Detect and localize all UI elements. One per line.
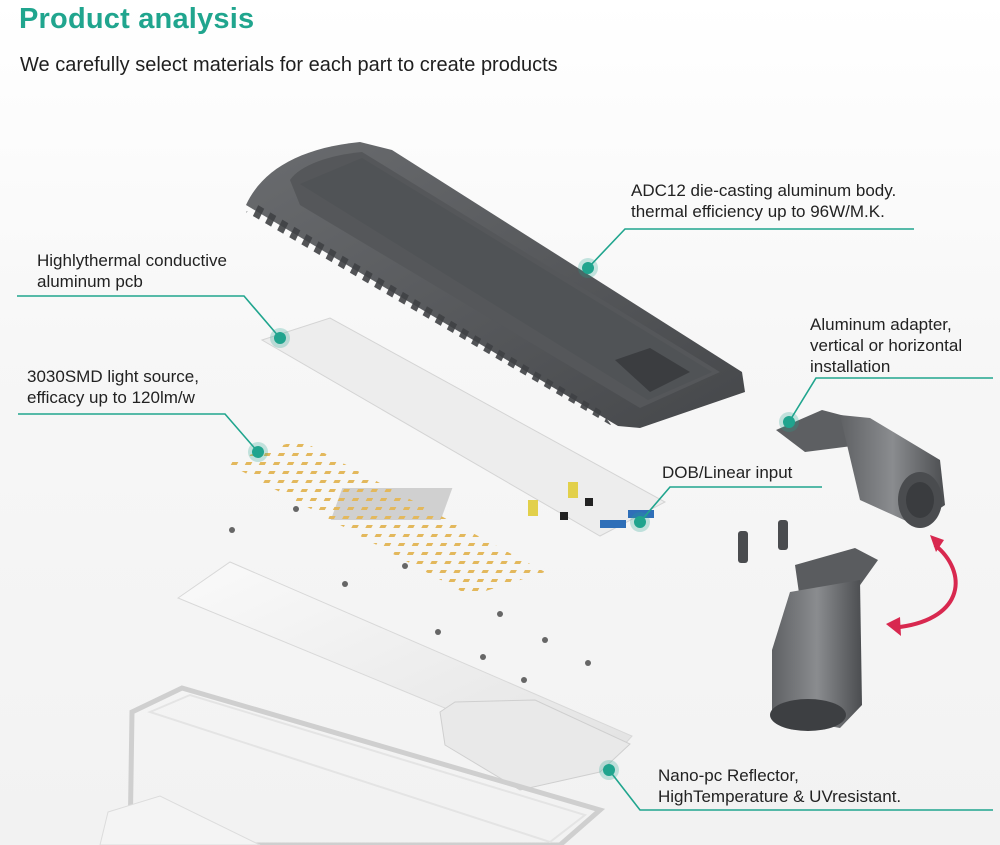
- callout-body: ADC12 die-casting aluminum body. thermal…: [631, 180, 896, 222]
- callout-adapter: Aluminum adapter, vertical or horizontal…: [810, 314, 962, 377]
- callout-reflector-line2: HighTemperature & UVresistant.: [658, 787, 902, 806]
- callout-body-line1: ADC12 die-casting aluminum body.: [631, 181, 897, 200]
- callout-adapter-line3: installation: [810, 357, 891, 376]
- callout-pcb: Highlythermal conductive aluminum pcb: [37, 250, 227, 292]
- callout-pcb-line1: Highlythermal conductive: [37, 251, 227, 270]
- rotate-arrow-icon: [886, 535, 958, 636]
- adapter-horizontal: [776, 410, 945, 528]
- callout-smd-line2: efficacy up to 120lm/w: [27, 388, 195, 407]
- led-array: [225, 440, 545, 596]
- callout-smd: 3030SMD light source, efficacy up to 120…: [27, 366, 199, 408]
- callout-smd-line1: 3030SMD light source,: [27, 367, 199, 386]
- lens-array: [99, 795, 261, 845]
- page-title: Product analysis: [19, 3, 255, 35]
- callout-dob-line1: DOB/Linear input: [662, 463, 793, 482]
- callout-adapter-line1: Aluminum adapter,: [810, 315, 952, 334]
- mounting-bolts: [738, 520, 788, 563]
- callout-reflector: Nano-pc Reflector, HighTemperature & UVr…: [658, 765, 901, 807]
- callout-lines: [17, 228, 993, 811]
- callout-dots: [248, 258, 799, 780]
- callout-pcb-line2: aluminum pcb: [37, 272, 143, 291]
- screws: [229, 506, 591, 683]
- callout-dob: DOB/Linear input: [662, 462, 792, 483]
- callout-reflector-line1: Nano-pc Reflector,: [658, 766, 799, 785]
- callout-body-line2: thermal efficiency up to 96W/M.K.: [631, 202, 885, 221]
- page-subtitle: We carefully select materials for each p…: [20, 54, 558, 76]
- callout-adapter-line2: vertical or horizontal: [810, 336, 963, 355]
- adapter-vertical: [770, 548, 878, 731]
- aluminum-housing: [246, 142, 745, 428]
- nano-pc-reflector: [176, 561, 633, 791]
